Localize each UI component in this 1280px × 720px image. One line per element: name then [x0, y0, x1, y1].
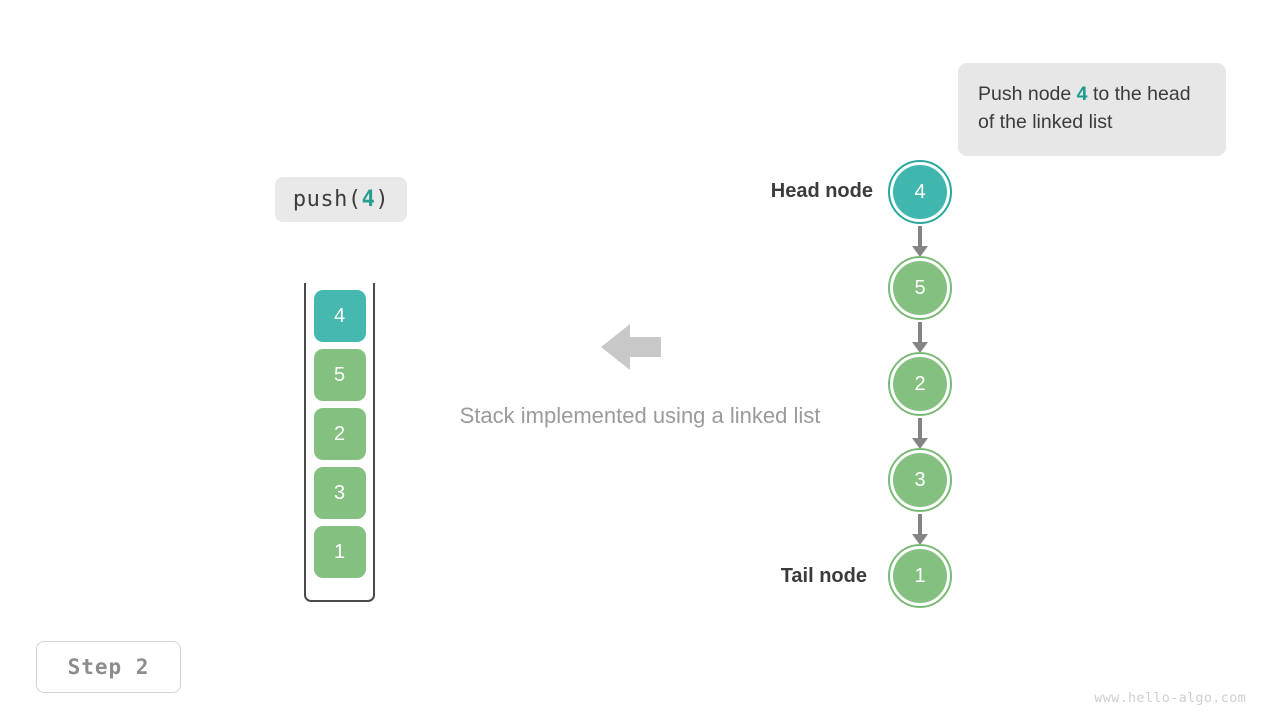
stack-cell-value: 1: [333, 540, 346, 563]
watermark: www.hello-algo.com: [1094, 690, 1246, 706]
callout-text-before: Push node: [978, 83, 1077, 105]
linked-list-node-body: 4: [893, 165, 947, 219]
linked-list-node-value: 4: [914, 180, 926, 203]
stack-cell-value: 4: [333, 304, 346, 327]
stack-cell: 3: [313, 467, 366, 519]
operation-chip: push(4): [275, 177, 407, 222]
operation-open-paren: (: [347, 187, 362, 212]
linked-list-node-body: 3: [893, 453, 947, 507]
linked-list-arrowhead: [912, 438, 928, 449]
tail-node-label: Tail node: [780, 565, 867, 587]
stack-cell-value: 3: [333, 481, 346, 504]
linked-list-node: 4: [888, 160, 952, 224]
linked-list-node: 2: [888, 352, 952, 416]
transfer-arrow-icon: [601, 318, 661, 376]
step-badge: Step 2: [36, 641, 181, 693]
head-node-label: Head node: [770, 180, 873, 202]
linked-list-node: 1: [888, 544, 952, 608]
linked-list-node-value: 5: [914, 276, 926, 299]
operation-argument: 4: [361, 187, 376, 212]
stack-cell: 1: [313, 526, 366, 578]
stack-cell: 2: [313, 408, 366, 460]
stack-cell-value: 2: [333, 422, 346, 445]
linked-list-node-value: 2: [914, 372, 926, 395]
linked-list-node-value: 3: [914, 468, 926, 491]
linked-list-arrowhead: [912, 246, 928, 257]
linked-list-arrowhead: [912, 342, 928, 353]
stack-container: 4 5 2 3 1: [304, 283, 375, 602]
linked-list-node: 5: [888, 256, 952, 320]
operation-name: push: [292, 187, 348, 212]
linked-list-node-body: 5: [893, 261, 947, 315]
linked-list-node-body: 1: [893, 549, 947, 603]
linked-list-connector: [918, 226, 922, 247]
operation-close-paren: ): [375, 187, 390, 212]
linked-list-connector: [918, 322, 922, 343]
linked-list-connector: [918, 514, 922, 535]
stack-cell: 4: [313, 290, 366, 342]
callout-panel: Push node 4 to the head of the linked li…: [958, 63, 1226, 157]
linked-list-node-body: 2: [893, 357, 947, 411]
linked-list-node-value: 1: [914, 564, 926, 587]
linked-list: 4 5 2 3 1: [888, 160, 952, 610]
callout-highlight-value: 4: [1076, 83, 1088, 105]
stack-cell-value: 5: [333, 363, 346, 386]
linked-list-node: 3: [888, 448, 952, 512]
stack-cell: 5: [313, 349, 366, 401]
callout-text-after: to the head of the linked list: [978, 83, 1191, 133]
linked-list-arrowhead: [912, 534, 928, 545]
linked-list-connector: [918, 418, 922, 439]
center-caption: Stack implemented using a linked list: [459, 403, 821, 428]
